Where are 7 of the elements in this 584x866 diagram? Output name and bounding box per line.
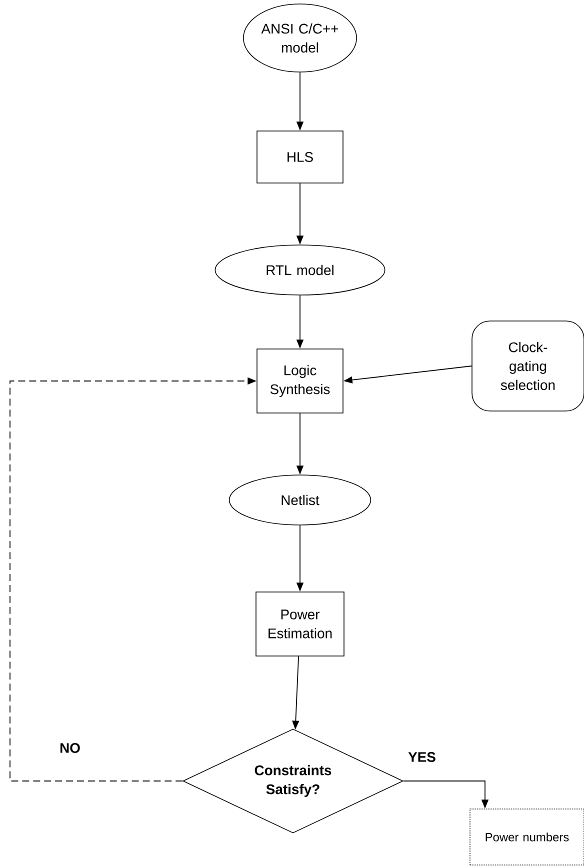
process-box: Logic Synthesis: [256, 348, 344, 414]
output-box: Power numbers: [470, 808, 584, 866]
edge-label: NO: [58, 742, 82, 754]
process-box: Power Estimation: [256, 592, 344, 656]
edge-label: YES: [407, 751, 437, 763]
process-box: HLS: [256, 130, 344, 184]
input-box: Clock-gating selection: [472, 320, 584, 412]
